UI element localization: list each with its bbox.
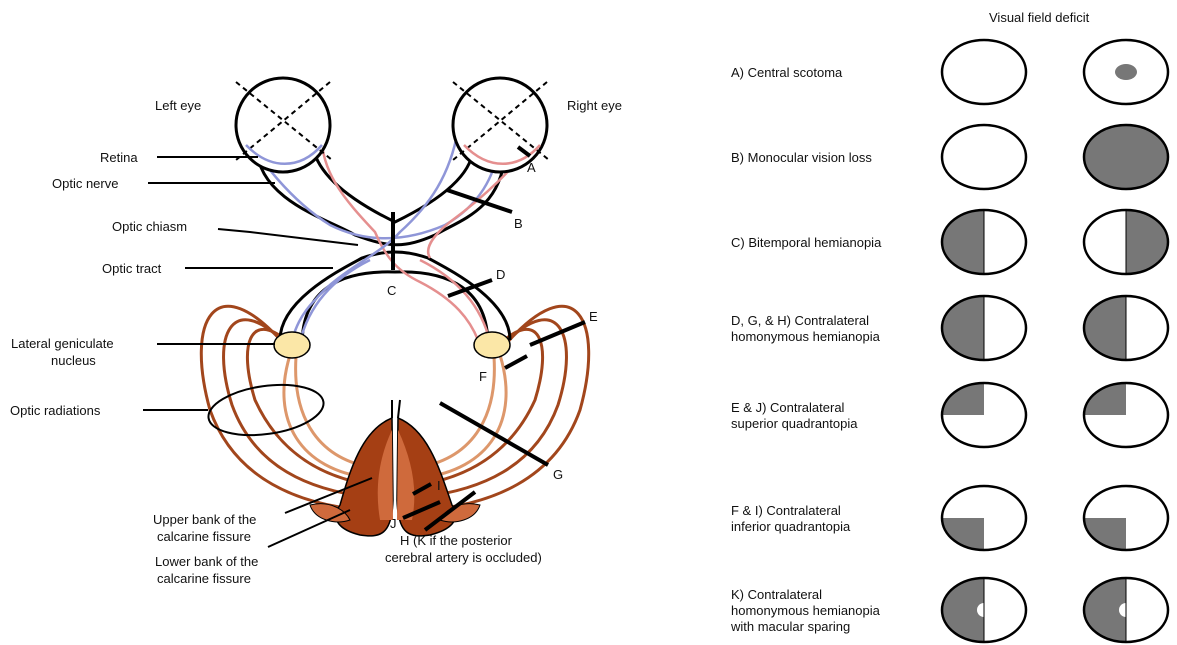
lgn-label-line2: nucleus <box>51 353 96 368</box>
lower-bank-label-line2: calcarine fissure <box>157 571 251 586</box>
deficit-label: C) Bitemporal hemianopia <box>731 235 882 250</box>
left-eye-field <box>940 294 1026 362</box>
deficit-label: with macular sparing <box>730 619 850 634</box>
deficit-label: F & I) Contralateral <box>731 503 841 518</box>
upper-bank-label-line1: Upper bank of the <box>153 512 256 527</box>
deficit-row: A) Central scotoma <box>731 40 1168 104</box>
right-eye-field <box>1082 294 1168 362</box>
lesion-J-label: J <box>390 516 397 531</box>
optic-radiations-label: Optic radiations <box>10 403 101 418</box>
right-eye-label: Right eye <box>567 98 622 113</box>
lesion-H-label-line1: H (K if the posterior <box>400 533 513 548</box>
optic-chiasm-label: Optic chiasm <box>112 219 187 234</box>
lesion-F-label: F <box>479 369 487 384</box>
visual-pathway-diagram: Left eye Right eye Retina Optic nerve Op… <box>10 78 622 586</box>
right-eye <box>453 78 549 172</box>
lesion-D-label: D <box>496 267 505 282</box>
retina-label: Retina <box>100 150 138 165</box>
lower-bank-label-line1: Lower bank of the <box>155 554 258 569</box>
deficit-label: E & J) Contralateral <box>731 400 845 415</box>
leader-lines <box>143 157 372 547</box>
optic-radiations-fibers <box>201 306 588 510</box>
lesion-E-label: E <box>589 309 598 324</box>
visual-field-deficit-table: A) Central scotoma B) Monocular vision lo… <box>730 40 1170 644</box>
upper-bank-label-line2: calcarine fissure <box>157 529 251 544</box>
deficit-label: D, G, & H) Contralateral <box>731 313 869 328</box>
lesion-B-label: B <box>514 216 523 231</box>
left-eye-label: Left eye <box>155 98 201 113</box>
lesion-C-label: C <box>387 283 396 298</box>
deficit-label: A) Central scotoma <box>731 65 843 80</box>
deficit-label: inferior quadrantopia <box>731 519 851 534</box>
deficit-row: C) Bitemporal hemianopia <box>731 208 1170 276</box>
left-eye-field <box>942 40 1026 104</box>
lesion-H-label-line2: cerebral artery is occluded) <box>385 550 542 565</box>
left-eye-field <box>942 125 1026 189</box>
optic-tract-label: Optic tract <box>102 261 162 276</box>
right-eye-field <box>1082 123 1170 191</box>
left-lgn <box>274 332 310 358</box>
right-lgn <box>474 332 510 358</box>
deficit-label: superior quadrantopia <box>731 416 858 431</box>
right-eye-field <box>1084 40 1168 104</box>
right-eye-field <box>1082 486 1168 552</box>
left-eye-field <box>940 576 1026 644</box>
deficit-label: homonymous hemianopia <box>731 603 881 618</box>
left-eye-field <box>940 381 1026 447</box>
deficit-label: K) Contralateral <box>731 587 822 602</box>
left-eye-field <box>940 486 1026 552</box>
deficit-label: homonymous hemianopia <box>731 329 881 344</box>
lesion-F-bar <box>505 356 527 368</box>
optic-radiations-outline <box>205 378 327 442</box>
right-eye-field <box>1084 208 1170 276</box>
lesion-I-label: I <box>437 478 441 493</box>
deficit-row: B) Monocular vision loss <box>731 123 1170 191</box>
lesion-A-label: A <box>527 160 536 175</box>
deficit-label: B) Monocular vision loss <box>731 150 872 165</box>
lesion-G-label: G <box>553 467 563 482</box>
optic-nerve-label: Optic nerve <box>52 176 118 191</box>
right-eye-field <box>1082 381 1168 447</box>
left-eye-field <box>940 208 1026 276</box>
lgn-label-line1: Lateral geniculate <box>11 336 114 351</box>
right-eye-field <box>1082 576 1168 644</box>
deficit-table-title: Visual field deficit <box>989 10 1090 25</box>
